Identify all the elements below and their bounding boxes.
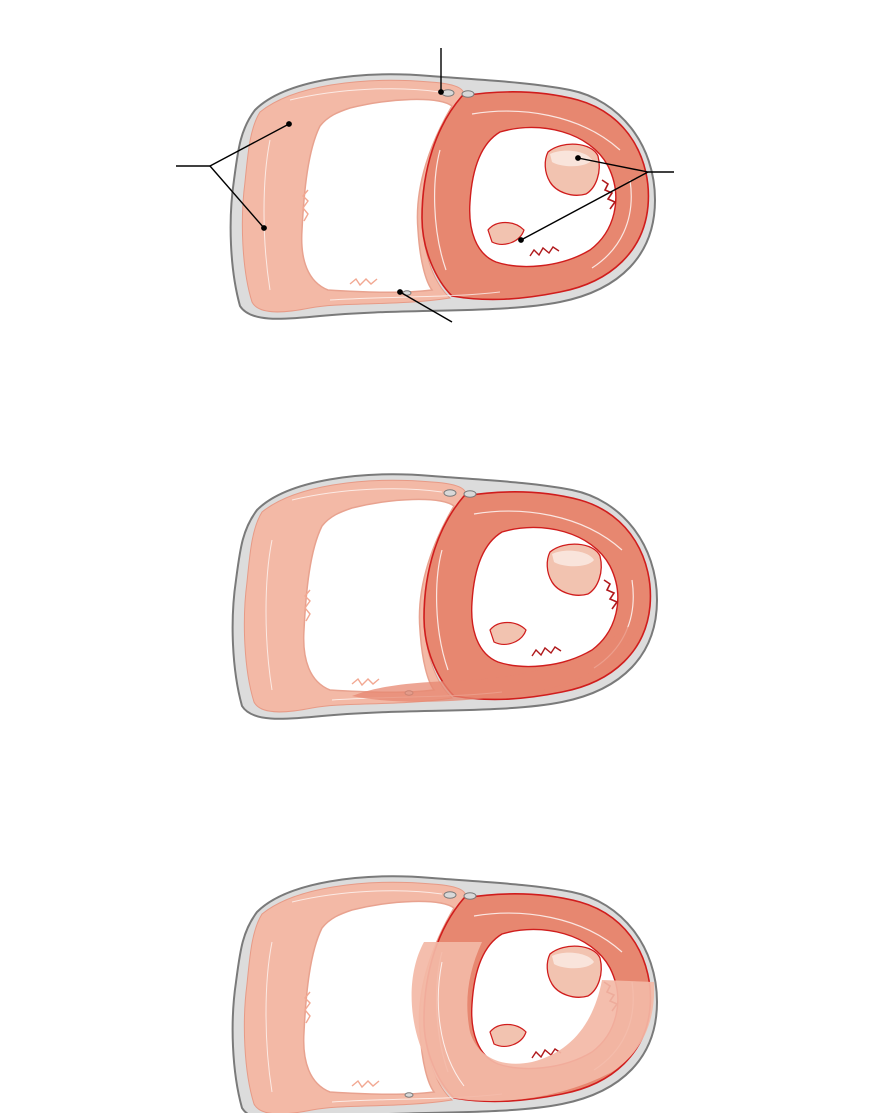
leader-dot-left-upper <box>286 121 292 127</box>
leader-dot-bottom <box>397 289 403 295</box>
heart-section-2 <box>231 473 658 720</box>
heart-cross-section-icon <box>229 73 656 320</box>
leader-line-right-upper <box>577 157 649 173</box>
label-leader-lines <box>176 48 674 323</box>
leader-dot-left-lower <box>261 225 267 231</box>
leader-line-bottom <box>399 291 453 323</box>
heart-section-3 <box>231 875 658 1113</box>
leader-dot-right-upper <box>575 155 581 161</box>
leader-line-left-upper <box>209 123 290 167</box>
leader-dot-right-lower <box>518 237 524 243</box>
leader-line-right-lower <box>520 171 649 241</box>
heart-section-1 <box>229 73 656 320</box>
leader-line-left-lower <box>209 165 265 229</box>
leader-dot-top <box>438 89 444 95</box>
